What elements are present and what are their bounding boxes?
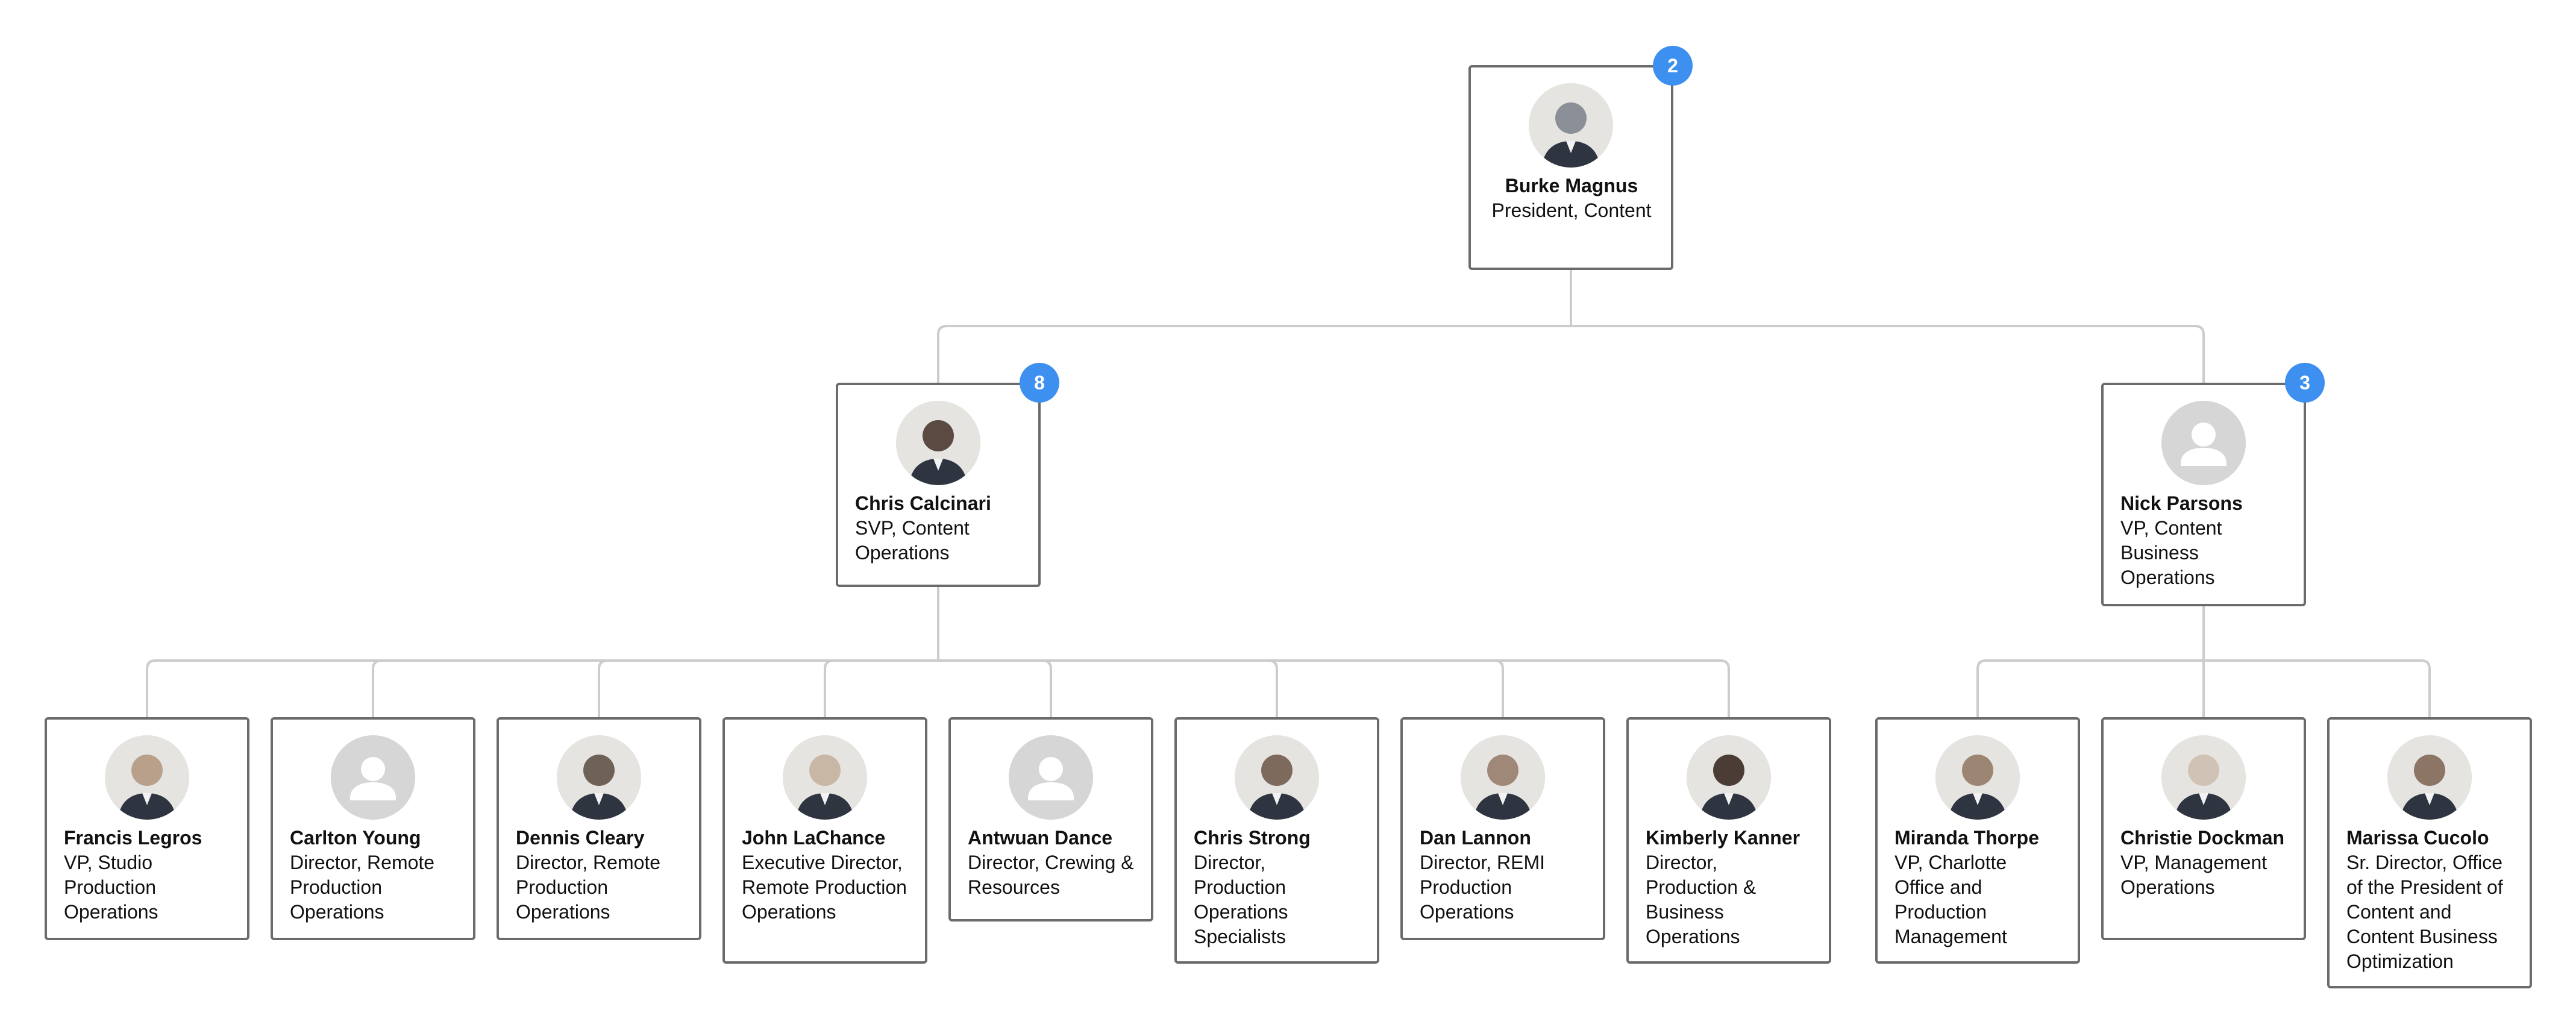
connector-line (1976, 606, 2431, 717)
profile-photo (1687, 735, 1771, 820)
person-name: Chris Calcinari (855, 492, 991, 514)
org-card-report[interactable]: Dan Lannon Director, REMI Production Ope… (1400, 717, 1605, 940)
person-name: Christie Dockman (2120, 827, 2285, 849)
person-name: Dennis Cleary (516, 827, 645, 849)
person-title: SVP, Content Operations (855, 517, 970, 564)
org-card-manager[interactable]: Chris Calcinari SVP, Content Operations (836, 383, 1041, 587)
person-title: Director, Remote Production Operations (516, 852, 661, 923)
person-title: Director, REMI Production Operations (1420, 852, 1546, 923)
direct-reports-badge[interactable]: 2 (1653, 46, 1693, 86)
person-title: Director, Crewing & Resources (968, 852, 1134, 898)
direct-reports-badge[interactable]: 8 (1020, 363, 1059, 403)
org-card-report[interactable]: Francis Legros VP, Studio Production Ope… (45, 717, 249, 940)
person-title: VP, Studio Production Operations (64, 852, 158, 923)
person-placeholder-icon (331, 735, 415, 820)
avatar (1235, 735, 1319, 820)
person-name: John LaChance (742, 827, 886, 849)
profile-photo (1461, 735, 1545, 820)
person-placeholder-icon (2161, 401, 2246, 485)
person-title: Executive Director, Remote Production Op… (742, 852, 907, 923)
avatar (1529, 83, 1613, 168)
profile-photo (2161, 735, 2246, 820)
avatar (2161, 401, 2246, 485)
profile-photo (105, 735, 189, 820)
person-title: Director, Remote Production Operations (290, 852, 435, 923)
person-title: VP, Management Operations (2120, 852, 2267, 898)
profile-photo (783, 735, 867, 820)
org-card-report[interactable]: Christie Dockman VP, Management Operatio… (2101, 717, 2306, 940)
person-title: Sr. Director, Office of the President of… (2346, 852, 2503, 972)
avatar (1009, 735, 1093, 820)
person-name: Kimberly Kanner (1646, 827, 1800, 849)
profile-photo (557, 735, 641, 820)
person-name: Francis Legros (64, 827, 202, 849)
org-card-report[interactable]: Antwuan Dance Director, Crewing & Resour… (948, 717, 1153, 922)
person-placeholder-icon (1009, 735, 1093, 820)
direct-reports-badge[interactable]: 3 (2285, 363, 2325, 403)
person-title: Director, Production & Business Operatio… (1646, 852, 1757, 947)
profile-photo (1935, 735, 2020, 820)
profile-photo (1529, 83, 1613, 168)
person-name: Marissa Cucolo (2346, 827, 2489, 849)
avatar (896, 401, 980, 485)
org-card-report[interactable]: John LaChance Executive Director, Remote… (722, 717, 927, 964)
avatar (331, 735, 415, 820)
org-card-report[interactable]: Marissa Cucolo Sr. Director, Office of t… (2327, 717, 2532, 988)
profile-photo (1235, 735, 1319, 820)
org-card-report[interactable]: Kimberly Kanner Director, Production & B… (1626, 717, 1831, 964)
person-title: Director, Production Operations Speciali… (1194, 852, 1288, 947)
org-card-manager[interactable]: Nick Parsons VP, Content Business Operat… (2101, 383, 2306, 606)
person-name: Antwuan Dance (968, 827, 1113, 849)
avatar (557, 735, 641, 820)
profile-photo (2387, 735, 2472, 820)
person-name: Dan Lannon (1420, 827, 1531, 849)
org-card-report[interactable]: Carlton Young Director, Remote Productio… (271, 717, 475, 940)
person-name: Chris Strong (1194, 827, 1311, 849)
connector-line (146, 587, 1730, 717)
avatar (105, 735, 189, 820)
org-card-report[interactable]: Chris Strong Director, Production Operat… (1174, 717, 1379, 964)
avatar (1935, 735, 2020, 820)
org-card-report[interactable]: Dennis Cleary Director, Remote Productio… (497, 717, 701, 940)
person-name: Burke Magnus (1505, 175, 1638, 196)
profile-photo (896, 401, 980, 485)
avatar (1461, 735, 1545, 820)
person-name: Carlton Young (290, 827, 421, 849)
avatar (2161, 735, 2246, 820)
person-name: Miranda Thorpe (1894, 827, 2040, 849)
org-card-report[interactable]: Miranda Thorpe VP, Charlotte Office and … (1875, 717, 2080, 964)
avatar (1687, 735, 1771, 820)
connector-line (937, 270, 2205, 383)
person-title: President, Content (1491, 199, 1652, 221)
person-title: VP, Charlotte Office and Production Mana… (1894, 852, 2007, 947)
person-name: Nick Parsons (2120, 492, 2243, 514)
avatar (2387, 735, 2472, 820)
avatar (783, 735, 867, 820)
org-card-root[interactable]: Burke Magnus President, Content (1468, 65, 1673, 270)
person-title: VP, Content Business Operations (2120, 517, 2222, 588)
